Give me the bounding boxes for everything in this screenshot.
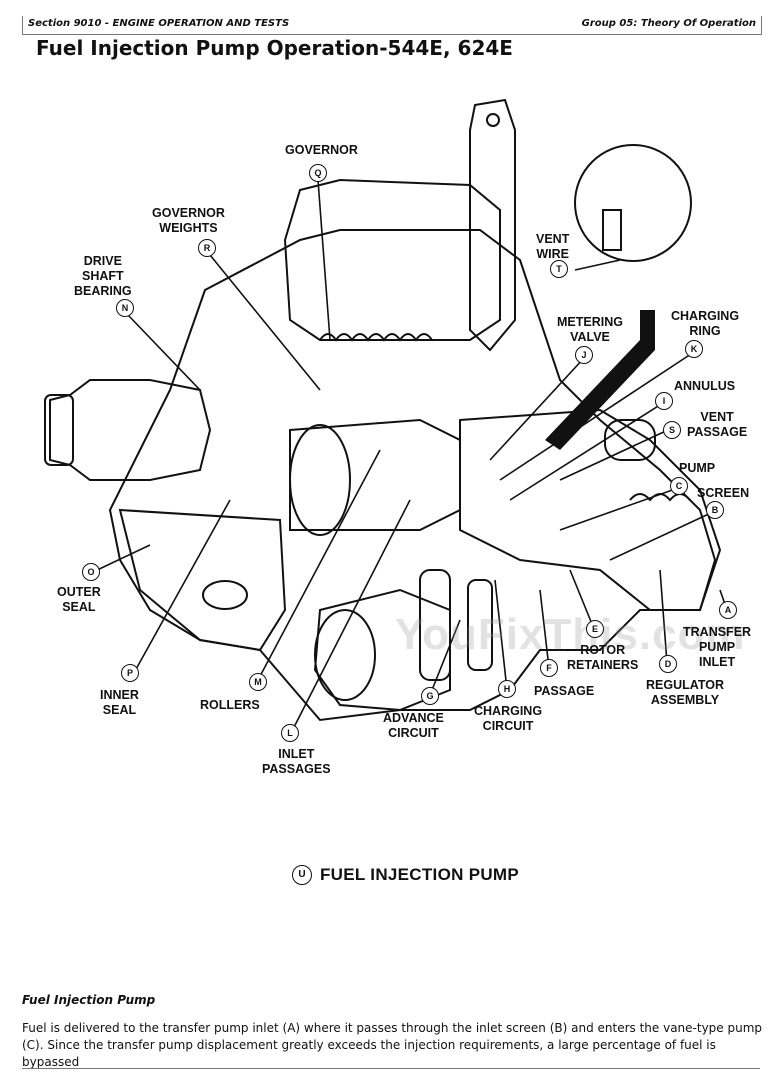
section-label: Section 9010 - ENGINE OPERATION AND TEST…: [28, 18, 290, 29]
leader-lines: [92, 179, 728, 736]
label-inner-seal: INNER SEAL: [100, 688, 139, 717]
group-label: Group 05: Theory Of Operation: [581, 18, 756, 29]
callout-n: N: [116, 299, 134, 317]
callout-f: F: [540, 659, 558, 677]
label-outer-seal: OUTER SEAL: [57, 585, 101, 614]
label-regulator-assembly: REGULATOR ASSEMBLY: [646, 678, 725, 707]
callout-l: L: [281, 724, 299, 742]
lever-hole: [486, 113, 500, 127]
callout-m: M: [249, 673, 267, 691]
figure-caption: U FUEL INJECTION PUMP: [292, 865, 519, 885]
page-title: Fuel Injection Pump Operation-544E, 624E: [36, 36, 513, 60]
label-advance-circuit: ADVANCE CIRCUIT: [383, 711, 444, 740]
governor-spring: [319, 333, 433, 342]
label-governor: GOVERNOR: [285, 143, 358, 157]
head-assembly: [459, 408, 722, 611]
inset-pointer: [545, 310, 655, 450]
callout-h: H: [498, 680, 516, 698]
callout-o: O: [82, 563, 100, 581]
label-vent-wire: VENT WIRE: [536, 232, 570, 261]
label-drive-shaft-bearing: DRIVE SHAFT BEARING: [74, 254, 132, 298]
label-inlet-passages: INLET PASSAGES: [262, 747, 331, 776]
label-charging-circuit: CHARGING CIRCUIT: [474, 704, 543, 733]
callout-r: R: [198, 239, 216, 257]
mount-bracket: [118, 508, 287, 652]
throttle-lever: [469, 98, 516, 352]
fuel-injection-pump-diagram: YouFixThis.com GOVERNOR Q GOVERNOR WEIGH…: [0, 90, 781, 950]
label-passage: PASSAGE: [534, 684, 595, 698]
callout-e: E: [586, 620, 604, 638]
label-annulus: ANNULUS: [674, 379, 736, 393]
callout-i: I: [655, 392, 673, 410]
callout-b: B: [706, 501, 724, 519]
label-rotor-retainers: ROTOR RETAINERS: [567, 643, 639, 672]
label-metering-valve: METERING VALVE: [557, 315, 623, 344]
label-charging-ring: CHARGING RING: [671, 309, 740, 338]
callout-a: A: [719, 601, 737, 619]
pump-housing: [108, 229, 717, 722]
callout-d: D: [659, 655, 677, 673]
callout-j: J: [575, 346, 593, 364]
callout-k: K: [685, 340, 703, 358]
label-rollers: ROLLERS: [200, 698, 260, 712]
advance-piston: [419, 569, 451, 681]
callout-c: C: [670, 477, 688, 495]
caption-text: FUEL INJECTION PUMP: [320, 865, 520, 884]
page-header: Section 9010 - ENGINE OPERATION AND TEST…: [22, 16, 762, 35]
label-screen: SCREEN: [697, 486, 750, 500]
callout-g: G: [421, 687, 439, 705]
rotor: [289, 418, 461, 531]
pump-illustration: [44, 98, 728, 736]
callout-t: T: [550, 260, 568, 278]
label-vent-passage: VENT PASSAGE: [687, 410, 748, 439]
bracket-hole: [202, 580, 248, 610]
charging-valve: [467, 579, 493, 671]
label-pump: PUMP: [679, 461, 716, 475]
section-heading: Fuel Injection Pump: [22, 993, 156, 1007]
label-governor-weights: GOVERNOR WEIGHTS: [152, 206, 225, 235]
callout-q: Q: [309, 164, 327, 182]
body-paragraph: Fuel is delivered to the transfer pump i…: [22, 1021, 763, 1069]
footer-divider: [22, 1068, 760, 1069]
vent-wire-inset: [574, 144, 692, 262]
watermark: YouFixThis.com: [395, 610, 746, 659]
label-transfer-pump-inlet: TRANSFER PUMP INLET: [683, 625, 752, 669]
callout-u: U: [292, 865, 312, 885]
callout-p: P: [121, 664, 139, 682]
callout-s: S: [663, 421, 681, 439]
shaft-nut: [44, 394, 74, 466]
governor-housing: [283, 178, 501, 341]
